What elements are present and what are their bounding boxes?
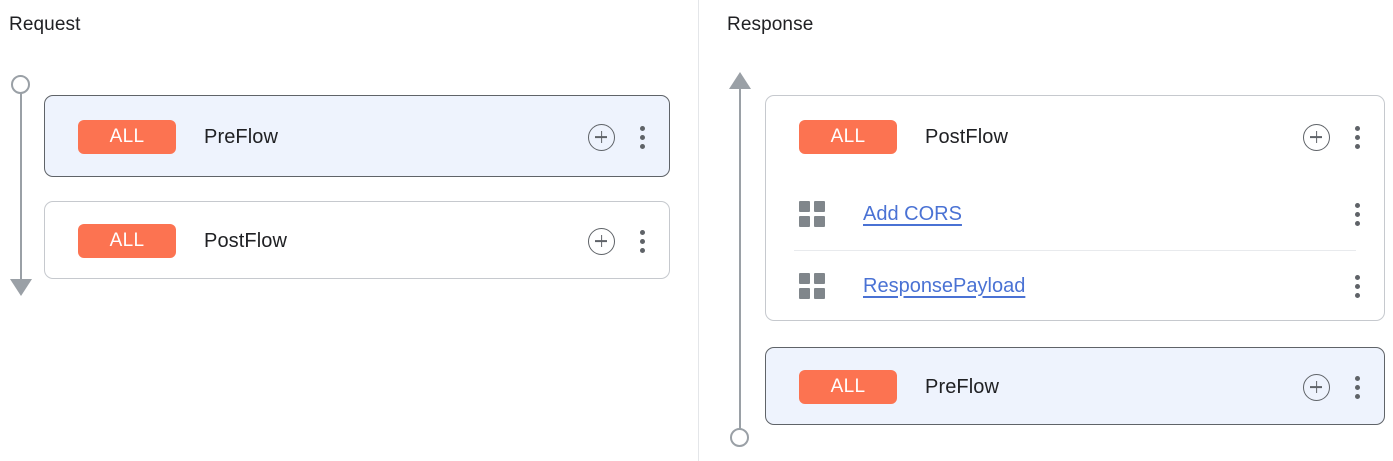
more-vert-icon[interactable]: [1348, 201, 1366, 227]
flow-name-label: PreFlow: [925, 375, 1000, 398]
flow-card-header: ALL PostFlow: [45, 202, 669, 280]
panel-divider: [698, 0, 699, 461]
request-flow-rail: [20, 93, 22, 280]
flow-card-actions: [1303, 373, 1366, 401]
flow-card-header: ALL PostFlow: [766, 96, 1384, 178]
response-flow-rail: [739, 88, 741, 429]
more-vert-icon[interactable]: [1348, 124, 1366, 150]
method-badge-all: ALL: [799, 120, 897, 154]
method-badge-all: ALL: [78, 120, 176, 154]
flow-card-header: ALL PreFlow: [766, 348, 1384, 426]
flow-card-actions: [588, 123, 651, 151]
add-circle-icon[interactable]: [1303, 123, 1330, 151]
response-flow-arrow-up-icon: [729, 72, 751, 89]
add-circle-icon[interactable]: [1303, 373, 1330, 401]
more-vert-icon[interactable]: [1348, 273, 1366, 299]
flow-card-request-postflow[interactable]: ALL PostFlow: [44, 201, 670, 279]
policy-row[interactable]: Add CORS: [766, 178, 1384, 250]
flow-card-actions: [1303, 123, 1366, 151]
request-flow-arrow-down-icon: [10, 279, 32, 296]
more-vert-icon[interactable]: [1348, 374, 1366, 400]
flow-name-label: PreFlow: [204, 125, 279, 148]
policy-grid-icon: [799, 201, 825, 227]
policy-grid-icon: [799, 273, 825, 299]
flow-card-response-preflow[interactable]: ALL PreFlow: [765, 347, 1385, 425]
flow-name-label: PostFlow: [925, 125, 1009, 148]
flow-card-actions: [588, 227, 651, 255]
flow-card-request-preflow[interactable]: ALL PreFlow: [44, 95, 670, 177]
response-flow-start-circle-icon: [730, 428, 749, 447]
flow-card-header: ALL PreFlow: [45, 96, 669, 178]
more-vert-icon[interactable]: [633, 228, 651, 254]
add-circle-icon[interactable]: [588, 227, 615, 255]
policy-actions: [1348, 201, 1366, 227]
request-panel-title: Request: [9, 14, 81, 35]
policy-link[interactable]: Add CORS: [863, 202, 962, 225]
method-badge-all: ALL: [799, 370, 897, 404]
response-panel-title: Response: [727, 14, 814, 35]
method-badge-all: ALL: [78, 224, 176, 258]
flow-name-label: PostFlow: [204, 229, 288, 252]
more-vert-icon[interactable]: [633, 124, 651, 150]
request-flow-start-circle-icon: [11, 75, 30, 94]
policy-link[interactable]: ResponsePayload: [863, 274, 1026, 297]
policy-row[interactable]: ResponsePayload: [766, 250, 1384, 322]
add-circle-icon[interactable]: [588, 123, 615, 151]
flow-card-response-postflow[interactable]: ALL PostFlow Add CORS: [765, 95, 1385, 321]
policy-actions: [1348, 273, 1366, 299]
